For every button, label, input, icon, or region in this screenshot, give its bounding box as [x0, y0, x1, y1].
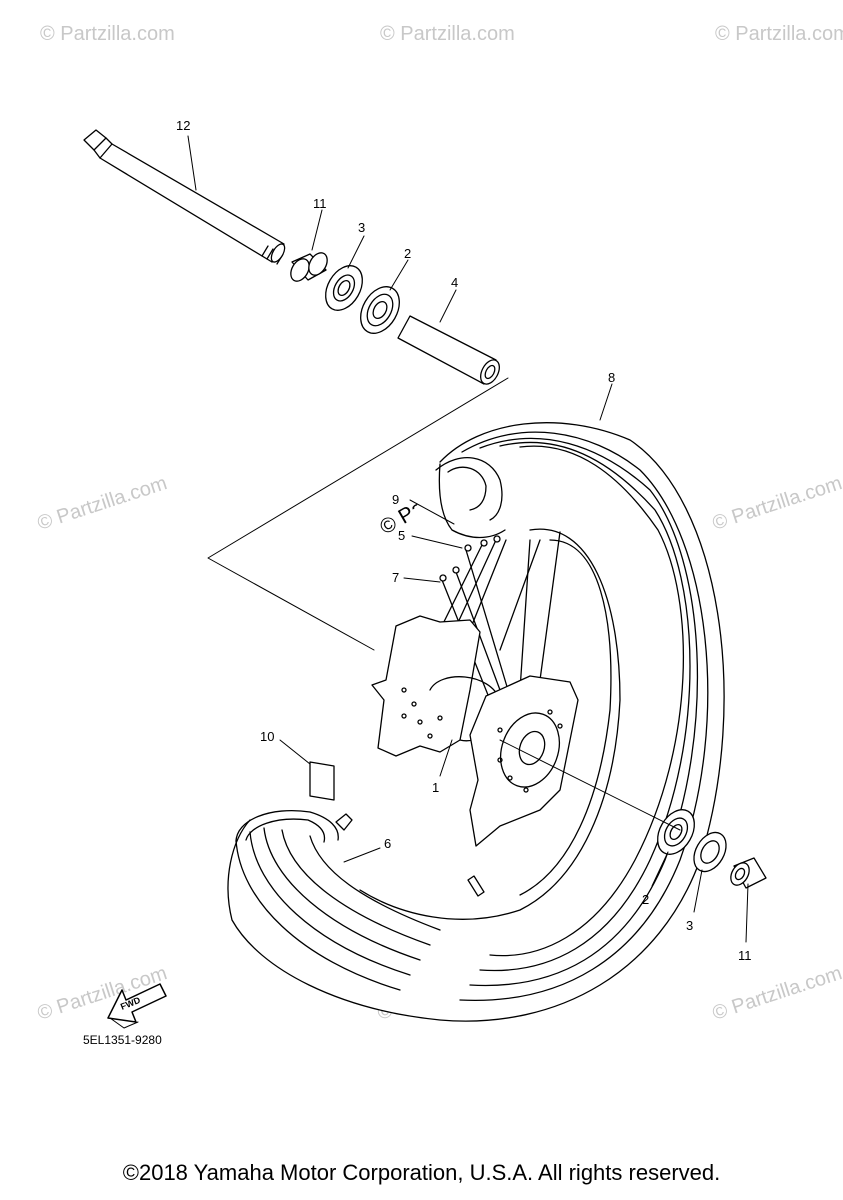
- bearing-bottom: [657, 809, 695, 855]
- watermark: © Partzilla.com: [35, 472, 170, 535]
- spokes: [429, 531, 561, 701]
- part-label: 12: [176, 118, 190, 133]
- part-label: 1: [432, 780, 439, 795]
- part-label: 9: [392, 492, 399, 507]
- bearing-top: [360, 286, 400, 334]
- collar-top: [290, 252, 328, 282]
- wheel-hub: [371, 615, 579, 847]
- part-label: 10: [260, 729, 274, 744]
- watermark: © Partzilla.com: [710, 962, 843, 1025]
- watermark: © Partzilla.com: [715, 23, 843, 45]
- watermark: © Partzilla.com: [710, 472, 843, 535]
- part-label: 2: [642, 892, 649, 907]
- front-axle: [83, 129, 286, 265]
- part-label: 11: [313, 196, 327, 211]
- figure-code: 5EL1351-9280: [83, 1033, 162, 1047]
- part-label: 7: [392, 570, 399, 585]
- leader-lines: [187, 135, 749, 943]
- part-label: 8: [608, 370, 615, 385]
- fwd-arrow-icon: [107, 983, 167, 1029]
- part-label: 5: [398, 528, 405, 543]
- assembly-lines: [207, 377, 681, 831]
- part-label: 4: [451, 275, 458, 290]
- collar-bottom: [730, 857, 767, 889]
- watermark: © Partzilla.com: [40, 23, 175, 45]
- watermark: © Partzilla.com: [380, 23, 515, 45]
- part-label: 6: [384, 836, 391, 851]
- part-label: 3: [358, 220, 365, 235]
- spacer: [397, 315, 500, 385]
- oil-seal-top: [325, 265, 363, 311]
- oil-seal-bottom: [693, 831, 727, 873]
- rim-band: [309, 761, 335, 801]
- part-label: 11: [738, 948, 752, 963]
- part-label: 3: [686, 918, 693, 933]
- part-label: 2: [404, 246, 411, 261]
- copyright-notice: ©2018 Yamaha Motor Corporation, U.S.A. A…: [122, 1160, 721, 1185]
